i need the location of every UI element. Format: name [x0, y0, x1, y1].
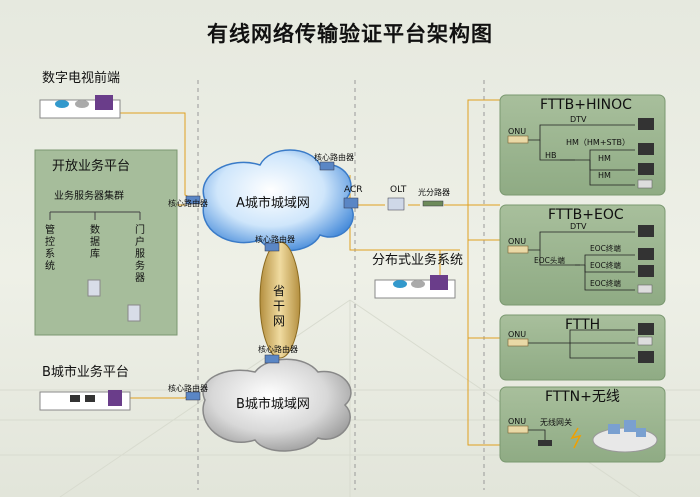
panel1-hm-pair: HM（HM+STB） [566, 138, 630, 147]
panel4-onu: ONU [508, 417, 527, 426]
panel1-onu: ONU [508, 127, 527, 136]
phone-icons [637, 179, 653, 346]
acr-label: ACR [344, 185, 363, 195]
b-platform-label: B城市业务平台 [42, 365, 129, 380]
backbone-label: 省干网 [273, 284, 286, 328]
panel1-dtv: DTV [570, 115, 587, 124]
cluster-col-control: 管控系统 [45, 225, 55, 272]
panel3-title: FTTH [565, 317, 601, 333]
city-a-label: A城市城域网 [236, 196, 310, 211]
link-lines [120, 99, 500, 446]
cluster-label: 业务服务器集群 [54, 191, 124, 202]
panel2-eoc-terminal-1: EOC终端 [590, 244, 621, 253]
digital-tv-headend-label: 数字电视前端 [42, 71, 121, 86]
panel2-eoc-terminal-2: EOC终端 [590, 261, 621, 270]
core-router-label-a-left: 核心路由器 [168, 199, 208, 208]
panel-inner-links [528, 124, 635, 440]
splitter-label: 光分路器 [418, 188, 450, 197]
headend-devices [39, 95, 121, 119]
panel1-title: FTTB+HINOC [540, 97, 632, 113]
panel4-title: FTTN+无线 [545, 389, 620, 405]
cluster-col-database: 数据库 [90, 225, 100, 260]
core-router-label-a-bottom: 核心路由器 [255, 235, 295, 244]
panel1-hb: HB [545, 151, 557, 160]
tv-icons [638, 118, 654, 363]
panel2-onu: ONU [508, 237, 527, 246]
panel4-wireless-gateway: 无线网关 [540, 418, 572, 427]
city-b-label: B城市城域网 [236, 397, 310, 412]
open-platform-panel [34, 149, 178, 336]
distributed-devices [374, 275, 456, 299]
panel2-title: FTTB+EOC [548, 207, 624, 223]
panel-ftth [499, 314, 666, 381]
city-b-cloud [202, 358, 352, 452]
cluster-col-portal: 门户服务器 [135, 225, 145, 284]
panel2-eoc-terminal-3: EOC终端 [590, 279, 621, 288]
cluster-bracket [49, 211, 141, 220]
core-router-label-b-top: 核心路由器 [258, 345, 298, 354]
core-router-label-b-left: 核心路由器 [168, 384, 208, 393]
b-platform-devices [39, 390, 131, 411]
page-title: 有线网络传输验证平台架构图 [207, 22, 493, 46]
panel2-dtv: DTV [570, 222, 587, 231]
panel1-hm2: HM [598, 171, 611, 180]
wireless-scene [538, 420, 658, 453]
olt-label: OLT [390, 185, 407, 195]
onu-icons [507, 135, 529, 434]
core-router-label-a-top: 核心路由器 [314, 153, 354, 162]
distributed-system-label: 分布式业务系统 [372, 253, 464, 268]
router-icons [185, 161, 444, 401]
backbone-ellipse [259, 241, 301, 359]
panel2-eoc-head: EOC头端 [534, 256, 565, 265]
panel-fttb-eoc [499, 204, 666, 306]
panel3-onu: ONU [508, 330, 527, 339]
open-platform-title: 开放业务平台 [52, 159, 131, 174]
cluster-servers [87, 279, 141, 322]
panel1-hm1: HM [598, 154, 611, 163]
